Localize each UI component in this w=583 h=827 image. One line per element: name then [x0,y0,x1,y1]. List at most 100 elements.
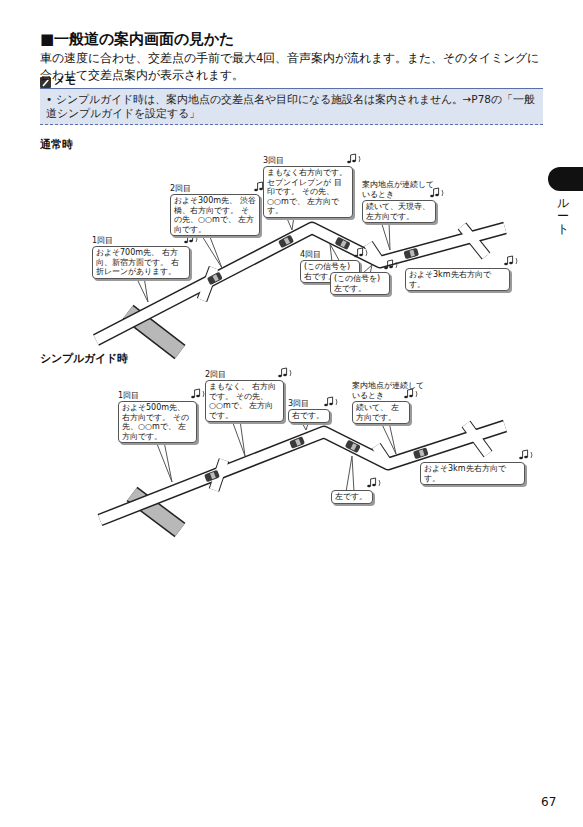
bubble-text: (この信号を) 左です。 [330,272,390,295]
car [278,235,294,249]
speech-bubble: およそ3km先右方向です。 [405,268,510,291]
bubble-tail [346,456,354,492]
speech-bubble: 3回目まもなく右方向です。 セブンイレブンが 目印です。 その先、○○mで、 左… [263,156,353,218]
memo-text: • シンプルガイド時は、案内地点の交差点名や目印になる施設名は案内されません。→… [40,88,543,124]
sound-icon [404,389,417,398]
bubble-heading: 案内地点が連続して いるとき [352,381,426,401]
sound-wave [290,370,291,376]
note-stem [388,260,393,268]
note-stem [195,389,200,397]
speech-bubble: およそ3km先右方向です。 [420,462,525,485]
bubble-tail [232,420,245,456]
sound-icon [504,256,517,265]
memo-box: メモ• シンプルガイド時は、案内地点の交差点名や目印になる施設名は案内されません… [40,74,543,125]
bubble-text: およそ300m先、 渋谷橋、右方向です。 その先、○○mで、 左方向です。 [170,194,260,236]
bubble-text: まもなく右方向です。 セブンイレブンが 目印です。 その先、○○mで、 左方向で… [263,166,353,218]
car [413,447,429,459]
bubble-tail [201,234,222,268]
car-window [210,472,216,479]
bubble-text: まもなく、 右方向です。 その先、○○mで、 左方向です。 [205,380,284,422]
sound-icon [354,248,367,257]
note-stem [328,397,333,405]
bubble-text: およそ3km先右方向です。 [405,268,510,291]
bubble-text: 続いて、天現寺、 左方向です。 [362,200,436,223]
sound-wave [416,391,417,397]
sound-icon [367,478,380,487]
car-window [340,240,346,247]
car [403,248,419,259]
page-number: 67 [541,794,556,811]
sound-icon [519,450,532,459]
sound-icon [278,368,291,377]
note-stem [282,368,287,376]
bubble-tail [381,221,390,250]
bubble-text: 続いて、 左方向です。 [352,401,410,424]
car-body [207,272,223,286]
bubble-text: およそ3km先右方向です。 [420,462,525,485]
sound-wave [379,480,380,486]
intro-text: 車の速度に合わせ、交差点の手前で最大4回、音声案内が流れます。また、そのタイミン… [40,50,545,83]
bubble-heading: 4回目 [300,250,323,260]
car [345,440,361,453]
note-stem [523,450,528,458]
car-body [403,248,419,259]
car [204,470,220,483]
car-body [204,470,220,483]
car-body [278,235,294,249]
car-body [289,436,305,449]
bubble-heading: 1回目 [92,236,115,246]
memo-heading: メモ [40,74,543,88]
speech-bubble: 2回目およそ300m先、 渋谷橋、右方向です。 その先、○○mで、 左方向です。 [170,184,260,236]
bubble-heading: 3回目 [263,156,286,166]
sound-wave [396,262,397,268]
sound-wave [516,258,517,264]
note-stem [258,182,263,190]
note-stem [408,389,413,397]
note-stem [508,256,513,264]
speech-bubble: 1回目およそ700m先、 右方向、新宿方面です。 右折レーンがあります。 [92,236,190,279]
bubble-tail [381,422,396,454]
note-stem [358,248,363,256]
speech-bubble: 案内地点が連続して いるとき続いて、天現寺、 左方向です。 [362,180,436,223]
speech-bubble: 2回目まもなく、 右方向です。 その先、○○mで、 左方向です。 [205,370,284,422]
sound-wave [366,250,367,256]
page-title: ■一般道の案内画面の見かた [40,30,234,49]
car-body [345,440,361,453]
speech-bubble: 左です。 [331,490,373,504]
car-window [284,237,290,244]
speech-bubble: 1回目およそ500m先、 右方向です。 その先、○○mで、 左方向です。 [118,391,197,443]
sound-wave [359,156,360,162]
bubble-heading: 3回目 [288,399,311,409]
sound-icon [430,188,443,197]
speech-bubble: 3回目右です。 [288,399,330,423]
car-window [409,250,414,257]
section-heading: シンプルガイド時 [40,351,128,366]
sound-wave [442,190,443,196]
bubble-heading: 2回目 [205,370,228,380]
sound-icon [347,154,360,163]
bubble-heading: 2回目 [170,184,193,194]
sound-wave [196,236,197,242]
car-window [419,450,425,457]
sound-icon [324,397,337,406]
car-body [413,447,429,459]
car [289,436,305,449]
sound-wave [203,391,204,397]
bubble-text: およそ700m先、 右方向、新宿方面です。 右折レーンがあります。 [92,246,190,279]
car-window [213,274,219,281]
note-stem [371,478,376,486]
bubble-tail [286,216,294,230]
bubble-tail [156,441,172,482]
side-tab [548,167,583,191]
car-window [351,443,357,450]
note-stem [351,154,356,162]
sound-wave [531,452,532,458]
bubble-text: 右です。 [288,409,330,423]
car-body [335,237,351,250]
section-heading: 通常時 [40,137,73,152]
sound-icon [191,389,204,398]
note-stem [434,188,439,196]
bubble-heading: 1回目 [118,391,141,401]
sound-wave [336,399,337,405]
